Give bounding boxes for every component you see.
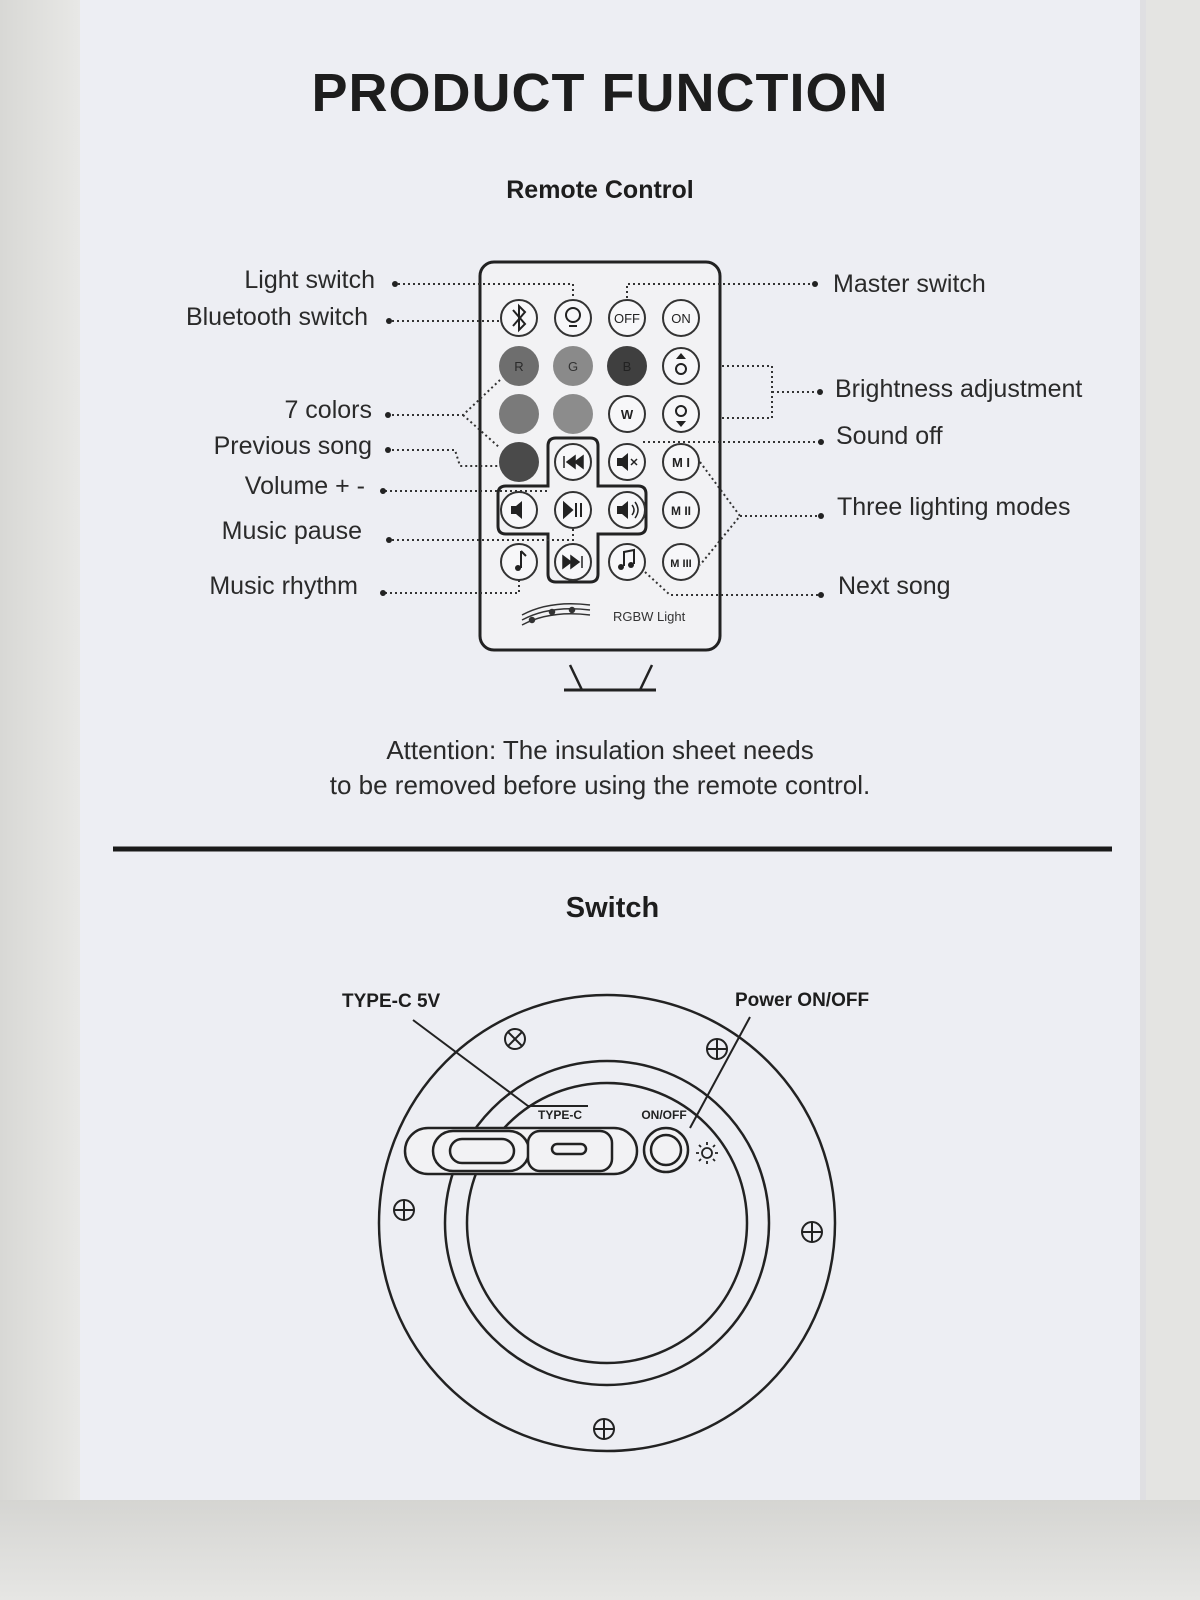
brightness-down-button: [662, 395, 700, 433]
sun-up-icon: [675, 363, 687, 375]
label-previous-song: Previous song: [213, 432, 372, 460]
label-music-pause: Music pause: [221, 517, 362, 545]
port-panel: [403, 1126, 639, 1176]
on-button: ON: [662, 299, 700, 337]
music-staff-icon: [521, 603, 591, 626]
screw-icon: [593, 1418, 615, 1440]
screw-icon: [801, 1221, 823, 1243]
transport-cross-outline: [496, 436, 648, 584]
label-type-c-5v: TYPE-C 5V: [342, 991, 441, 1012]
mode-1-button: M I: [662, 443, 700, 481]
section-title-remote: Remote Control: [506, 176, 694, 204]
white-button: W: [608, 395, 646, 433]
table-surface: [0, 1500, 1200, 1600]
screw-icon: [393, 1199, 415, 1221]
color-button-5: [553, 394, 593, 434]
mode-2-label: M II: [671, 504, 691, 518]
blue-button-label: B: [623, 359, 632, 374]
attention-line-2: to be removed before using the remote co…: [329, 770, 871, 800]
leader-lines: [385, 283, 819, 596]
label-volume: Volume + -: [244, 472, 365, 500]
next-song-button: [554, 543, 592, 581]
remote-stand: [568, 664, 654, 692]
play-pause-icon: [563, 500, 582, 520]
screw-icon: [504, 1028, 526, 1050]
bulb-icon: [565, 307, 581, 323]
volume-up-button: [608, 491, 646, 529]
white-button-label: W: [621, 407, 634, 422]
label-bluetooth-switch: Bluetooth switch: [185, 303, 368, 331]
bluetooth-icon: [512, 303, 527, 333]
page-title: PRODUCT FUNCTION: [311, 63, 889, 123]
inner-ring: [465, 1081, 749, 1365]
label-brightness: Brightness adjustment: [835, 375, 1083, 403]
power-button-diagram: [642, 1126, 690, 1174]
label-lighting-modes: Three lighting modes: [837, 493, 1071, 521]
mute-button: [608, 443, 646, 481]
middle-ring: [443, 1059, 771, 1387]
green-button: G: [553, 346, 593, 386]
label-power-onoff: Power ON/OFF: [735, 990, 870, 1011]
music-rhythm-button: [500, 543, 538, 581]
product-box-panel: [80, 0, 1140, 1500]
bluetooth-button: [500, 299, 538, 337]
port-label: TYPE-C: [538, 1108, 582, 1122]
label-seven-colors: 7 colors: [284, 396, 372, 424]
label-sound-off: Sound off: [836, 422, 943, 450]
onoff-label: ON/OFF: [641, 1108, 686, 1122]
type-c-port-icon: [550, 1142, 588, 1156]
volume-down-icon: [511, 501, 522, 519]
volume-down-button: [500, 491, 538, 529]
color-button-7: [499, 442, 539, 482]
mute-icon: [617, 453, 628, 471]
green-button-label: G: [568, 359, 578, 374]
previous-song-button: [554, 443, 592, 481]
leader-dots: [380, 281, 824, 598]
music-mode-button: [608, 543, 646, 581]
mode-3-label: M III: [670, 558, 691, 570]
light-switch-button: [554, 299, 592, 337]
attention-line-1: Attention: The insulation sheet needs: [386, 735, 814, 765]
volume-up-icon: [617, 501, 628, 519]
remote-control: [478, 260, 722, 692]
label-next-song: Next song: [838, 572, 951, 600]
device-base-diagram: [377, 993, 837, 1453]
mode-3-button: M III: [662, 543, 700, 581]
rgbw-light-label: RGBW Light: [613, 609, 686, 624]
off-button-label: OFF: [614, 311, 640, 326]
label-light-switch: Light switch: [244, 266, 375, 294]
screw-icons: [393, 1028, 823, 1440]
remote-body: [478, 260, 722, 652]
on-button-label: ON: [671, 311, 691, 326]
callout-lines: [412, 1016, 751, 1129]
screw-icon: [706, 1038, 728, 1060]
light-icon: [696, 1142, 718, 1164]
red-button-label: R: [514, 359, 523, 374]
next-icon: [562, 554, 583, 570]
outer-ring: [377, 993, 837, 1453]
red-button: R: [499, 346, 539, 386]
label-master-switch: Master switch: [833, 270, 986, 298]
brightness-up-button: [662, 347, 700, 385]
color-button-4: [499, 394, 539, 434]
double-note-icon: [623, 548, 635, 566]
sun-down-icon: [675, 405, 687, 417]
mode-2-button: M II: [662, 491, 700, 529]
mode-1-label: M I: [672, 455, 690, 470]
section-title-switch: Switch: [565, 892, 660, 924]
play-pause-button: [554, 491, 592, 529]
off-button: OFF: [608, 299, 646, 337]
blue-button: B: [607, 346, 647, 386]
music-note-icon: [520, 550, 527, 568]
label-music-rhythm: Music rhythm: [209, 572, 358, 600]
previous-icon: [563, 454, 584, 470]
